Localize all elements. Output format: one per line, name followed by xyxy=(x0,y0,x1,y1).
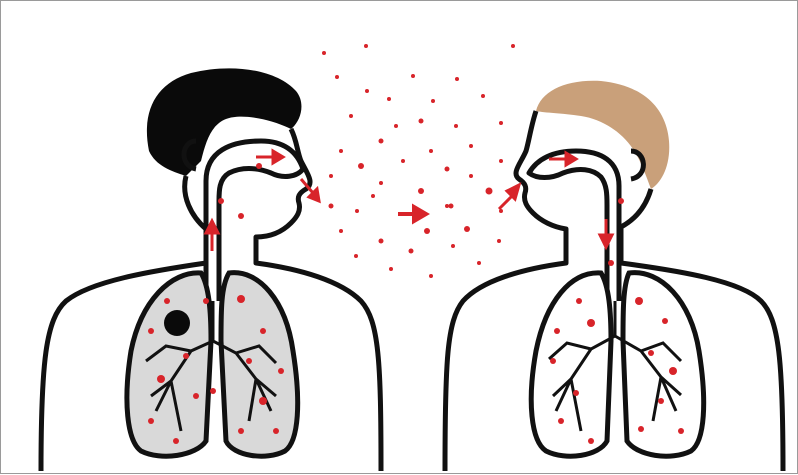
droplet-icon xyxy=(273,428,279,434)
droplet-icon xyxy=(635,297,643,305)
droplet-icon xyxy=(429,149,433,153)
droplet-icon xyxy=(157,375,165,383)
droplet-icon xyxy=(497,239,501,243)
droplet-icon xyxy=(164,298,170,304)
droplet-icon xyxy=(658,398,664,404)
droplet-icon xyxy=(429,274,433,278)
droplet-icon xyxy=(499,159,503,163)
droplet-icon xyxy=(587,319,595,327)
healthy-ear xyxy=(631,151,643,179)
droplet-icon xyxy=(260,328,266,334)
droplet-icon xyxy=(365,89,369,93)
droplet-icon xyxy=(554,328,560,334)
droplet-icon xyxy=(379,181,383,185)
droplet-icon xyxy=(499,209,503,213)
droplet-icon xyxy=(481,94,485,98)
droplet-icon xyxy=(354,254,358,258)
droplet-icon xyxy=(401,159,405,163)
droplet-icon xyxy=(210,388,216,394)
droplet-icon xyxy=(445,167,450,172)
healthy-hair xyxy=(536,81,669,189)
droplet-icon xyxy=(451,244,455,248)
droplet-icon xyxy=(256,163,262,169)
droplet-icon xyxy=(424,228,430,234)
droplet-icon xyxy=(329,204,334,209)
droplet-icon xyxy=(411,74,415,78)
droplet-icon xyxy=(669,367,677,375)
droplet-icon xyxy=(322,51,326,55)
droplet-icon xyxy=(618,198,624,204)
droplet-icon xyxy=(576,298,582,304)
droplet-icon xyxy=(246,358,252,364)
droplet-icon xyxy=(193,393,199,399)
droplet-icon xyxy=(259,397,267,405)
droplet-icon xyxy=(355,209,359,213)
droplet-icon xyxy=(445,204,449,208)
droplet-icon xyxy=(499,121,503,125)
droplet-icon xyxy=(454,124,458,128)
infected-right-lung xyxy=(221,273,298,457)
droplet-icon xyxy=(203,298,209,304)
droplet-icon xyxy=(608,260,614,266)
infected-lesion xyxy=(164,310,190,336)
droplet-icon xyxy=(662,318,668,324)
droplet-icon xyxy=(238,213,244,219)
droplet-icon xyxy=(431,99,435,103)
droplet-icon xyxy=(389,267,393,271)
droplet-icon xyxy=(449,204,454,209)
droplet-icon xyxy=(469,174,473,178)
droplet-icon xyxy=(418,188,424,194)
droplet-icon xyxy=(477,261,481,265)
droplet-icon xyxy=(339,229,343,233)
droplet-icon xyxy=(329,174,333,178)
arrow-right-icon xyxy=(398,207,426,221)
droplet-cloud xyxy=(322,44,515,278)
droplet-icon xyxy=(364,44,368,48)
droplet-icon xyxy=(371,194,375,198)
droplet-icon xyxy=(550,358,556,364)
droplet-icon xyxy=(419,119,424,124)
droplet-icon xyxy=(218,198,224,204)
droplet-icon xyxy=(588,438,594,444)
droplet-icon xyxy=(486,188,493,195)
droplet-icon xyxy=(358,163,364,169)
droplet-icon xyxy=(349,114,353,118)
healthy-left-lung xyxy=(531,273,611,456)
droplet-icon xyxy=(148,418,154,424)
droplet-icon xyxy=(387,97,391,101)
droplet-icon xyxy=(379,139,384,144)
droplet-icon xyxy=(464,226,470,232)
droplet-icon xyxy=(511,44,515,48)
droplet-icon xyxy=(238,428,244,434)
droplet-icon xyxy=(573,390,579,396)
droplet-icon xyxy=(469,144,473,148)
droplet-icon xyxy=(339,149,343,153)
droplet-icon xyxy=(648,350,654,356)
droplet-icon xyxy=(678,428,684,434)
droplet-icon xyxy=(455,77,459,81)
droplet-icon xyxy=(148,328,154,334)
droplet-icon xyxy=(183,353,189,359)
droplet-icon xyxy=(558,418,564,424)
droplet-icon xyxy=(379,239,384,244)
droplet-icon xyxy=(409,249,414,254)
droplet-icon xyxy=(173,438,179,444)
droplet-icon xyxy=(237,295,245,303)
droplet-icon xyxy=(278,368,284,374)
droplet-icon xyxy=(638,426,644,432)
healthy-person xyxy=(445,81,783,471)
droplet-icon xyxy=(394,124,398,128)
infected-person xyxy=(41,68,381,471)
droplet-icon xyxy=(335,75,339,79)
